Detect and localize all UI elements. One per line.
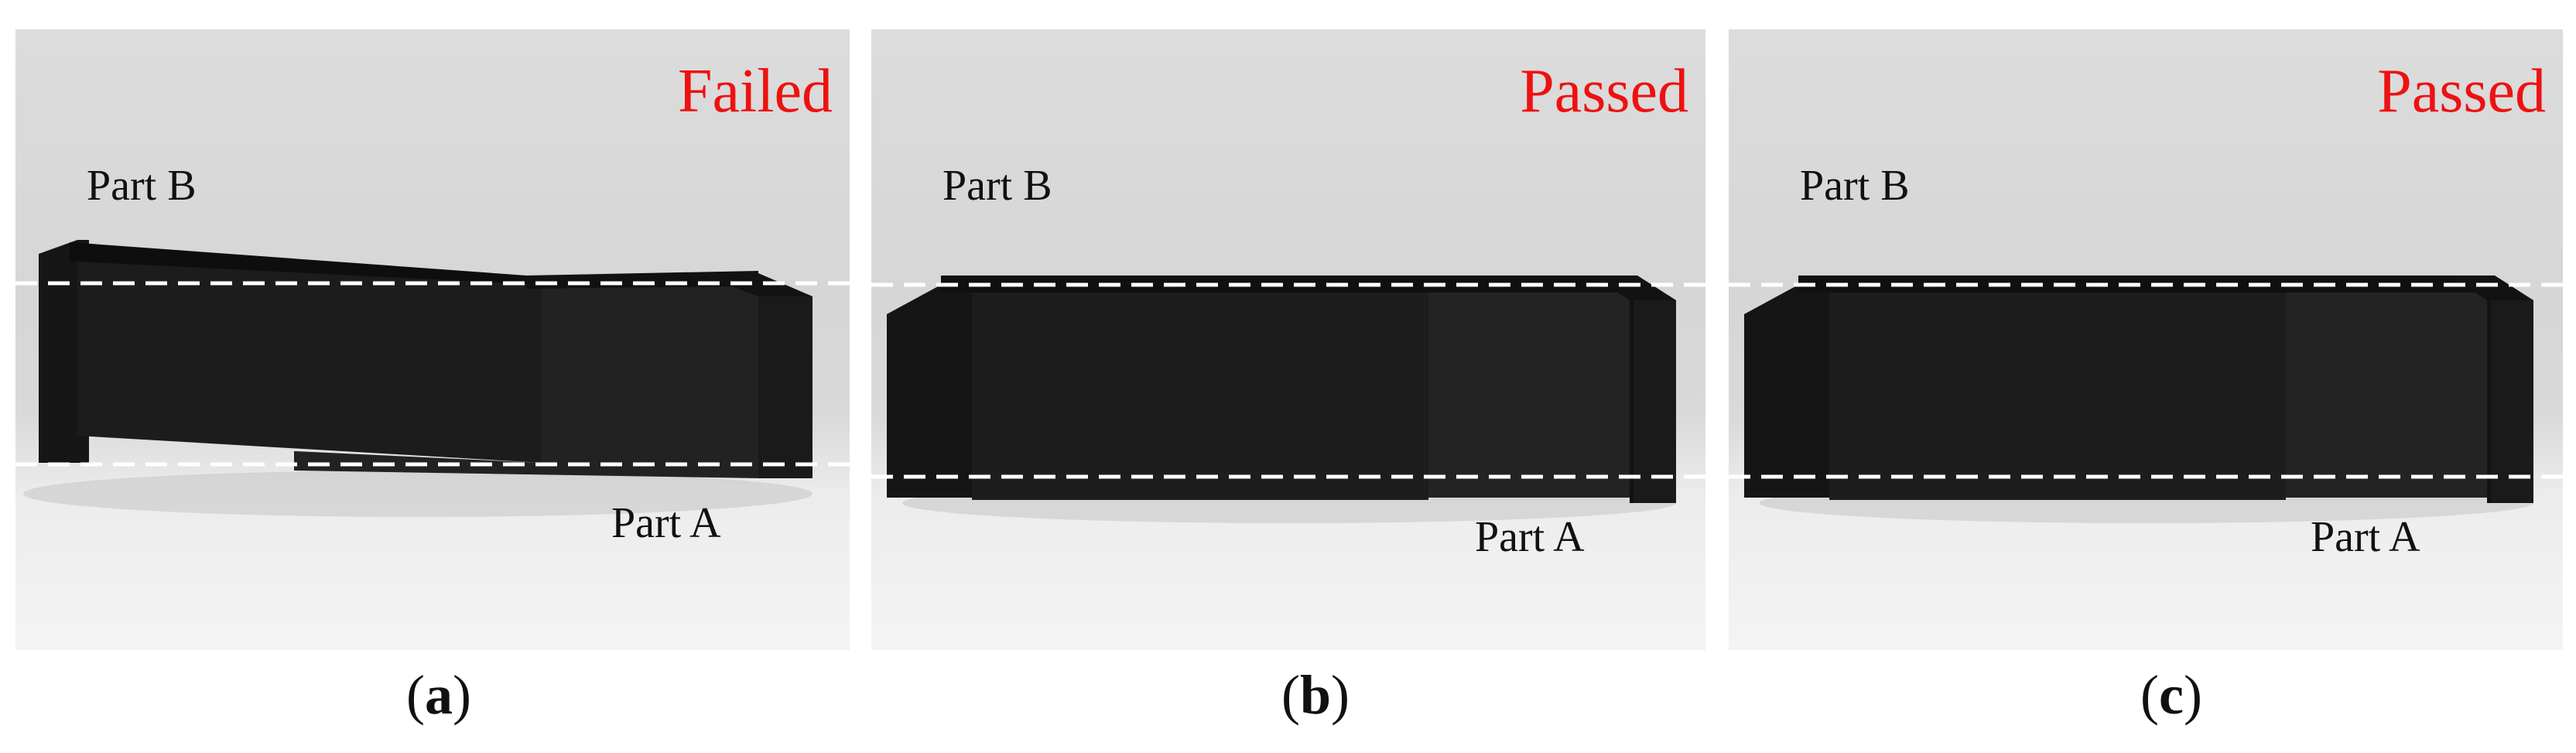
- status-text: Passed: [2377, 57, 2546, 125]
- caption-b: (b): [1281, 664, 1350, 726]
- end-face-right: [1634, 300, 1676, 503]
- specimen-photo-b: [871, 276, 1705, 523]
- top-rail: [1798, 276, 2495, 293]
- part-b-rail: [70, 242, 526, 289]
- caption-letter: c: [2159, 664, 2184, 726]
- part-a-label: Part A: [1475, 513, 1585, 561]
- part-b-body: [77, 262, 542, 463]
- part-a-body: [1428, 293, 1630, 498]
- panel-b: Passed Part B Part A: [871, 29, 1705, 650]
- part-b-label: Part B: [942, 162, 1052, 210]
- part-a-body: [294, 285, 758, 478]
- end-face-right: [2491, 300, 2533, 503]
- caption-letter: b: [1299, 664, 1332, 726]
- specimen-end-left: [39, 240, 89, 463]
- panel-a: Failed Part B Part A: [15, 29, 850, 650]
- part-a-body: [2286, 293, 2487, 498]
- status-text: Passed: [1520, 57, 1688, 125]
- specimen-photo-c: [1729, 276, 2563, 523]
- end-face-right: [758, 296, 812, 478]
- specimen-photo-a: [15, 240, 850, 517]
- specimen-end-left: [887, 285, 972, 498]
- part-a-label: Part A: [2311, 513, 2420, 561]
- part-b-body: [1829, 293, 2286, 500]
- panel-c: Passed Part B Part A: [1729, 29, 2563, 650]
- caption-c: (c): [2140, 664, 2202, 726]
- shadow: [23, 471, 812, 517]
- part-b-label: Part B: [1800, 162, 1910, 210]
- part-b-body: [972, 293, 1428, 500]
- specimen-end-left: [1744, 285, 1829, 498]
- top-rail: [941, 276, 1637, 293]
- caption-letter: a: [425, 664, 453, 726]
- part-a-label: Part A: [611, 499, 721, 547]
- status-text: Failed: [678, 57, 833, 125]
- part-b-label: Part B: [87, 162, 197, 210]
- caption-a: (a): [406, 664, 471, 726]
